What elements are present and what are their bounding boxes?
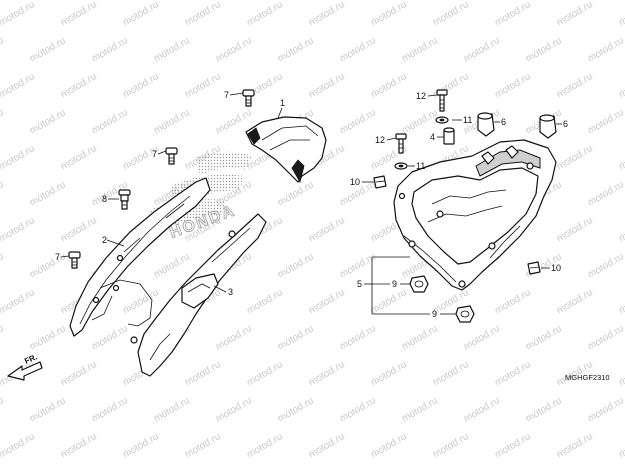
- callout-9b: 9: [432, 309, 437, 319]
- callout-7a: 7: [224, 90, 229, 100]
- part-11-washer-top: [435, 116, 449, 124]
- part-7-bolt-low: [68, 251, 81, 269]
- callout-10a: 10: [350, 177, 360, 187]
- leader-lines: [60, 92, 562, 315]
- callout-7c: 7: [55, 252, 60, 262]
- part-9-nut-lower: [455, 305, 475, 323]
- callout-12a: 12: [416, 91, 426, 101]
- part-11-washer-mid: [394, 162, 408, 170]
- callout-3: 3: [228, 287, 233, 297]
- part-7-bolt-top: [242, 89, 255, 107]
- part-7-bolt-mid: [165, 147, 178, 165]
- callout-labels: 1 2 3 4 5 6 6 7 7 7 8 9 9 10 10 11 11 12…: [55, 90, 568, 319]
- part-6-stopper-a: [477, 112, 495, 137]
- part-4-collar: [443, 127, 455, 145]
- callout-2: 2: [102, 235, 107, 245]
- part-12-bolt-mid: [395, 133, 407, 154]
- callout-8: 8: [102, 194, 107, 204]
- callout-12b: 12: [375, 135, 385, 145]
- callout-11b: 11: [416, 161, 425, 171]
- callout-6a: 6: [501, 117, 506, 127]
- callout-5: 5: [357, 279, 362, 289]
- part-8-grommet: [118, 189, 131, 210]
- part-3-lower-cover: [99, 213, 267, 377]
- callout-9a: 9: [392, 279, 397, 289]
- grab-rail-carrier: [393, 139, 557, 291]
- part-1-seat-cowl: [245, 116, 327, 184]
- part-9-nut-upper: [409, 275, 429, 293]
- part-12-bolt-top: [436, 89, 448, 112]
- drawing-code: MGHGF2310: [565, 373, 610, 382]
- callout-7b: 7: [152, 149, 157, 159]
- part-10-clip-left: [373, 175, 387, 189]
- callout-10b: 10: [551, 263, 561, 273]
- part-2-side-rail: [69, 177, 211, 337]
- front-arrow: FR.: [7, 352, 43, 381]
- callout-1: 1: [280, 98, 285, 108]
- callout-4: 4: [430, 132, 435, 142]
- callout-6b: 6: [563, 119, 568, 129]
- callout-11a: 11: [463, 115, 472, 125]
- part-10-clip-right: [527, 261, 541, 275]
- part-6-stopper-b: [539, 114, 557, 139]
